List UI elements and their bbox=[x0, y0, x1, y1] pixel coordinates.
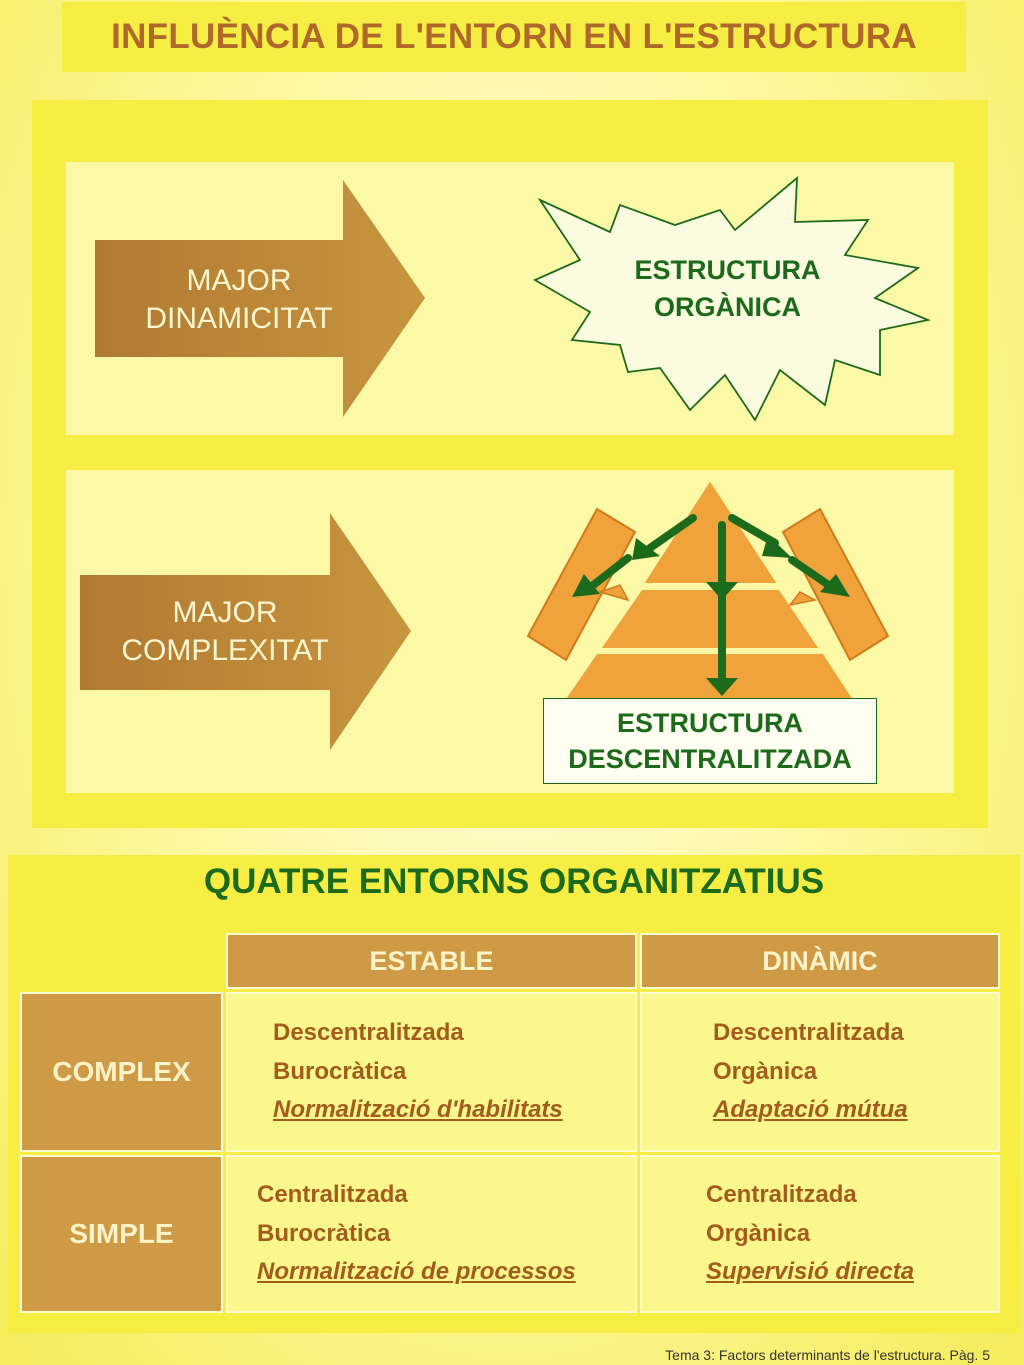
row-header-simple: SIMPLE bbox=[20, 1155, 223, 1313]
cell-complex-stable-text: Descentralitzada Burocràtica Normalitzac… bbox=[273, 1014, 563, 1130]
decentralized-label-line1: ESTRUCTURA bbox=[617, 708, 803, 738]
cell-line: Orgànica bbox=[706, 1219, 811, 1247]
page-title: INFLUÈNCIA DE L'ENTORN EN L'ESTRUCTURA bbox=[111, 17, 917, 56]
organic-structure-label: ESTRUCTURA ORGÀNICA bbox=[600, 252, 855, 326]
cell-line: Burocràtica bbox=[273, 1057, 407, 1085]
decentralized-label-line2: DESCENTRALITZADA bbox=[568, 744, 852, 774]
organic-label-line1: ESTRUCTURA bbox=[634, 255, 821, 285]
title-bar: INFLUÈNCIA DE L'ENTORN EN L'ESTRUCTURA bbox=[62, 2, 966, 72]
cell-line: Descentralitzada bbox=[273, 1019, 464, 1046]
decentralized-structure-box: ESTRUCTURA DESCENTRALITZADA bbox=[543, 698, 877, 784]
cell-line: Centralitzada bbox=[706, 1181, 857, 1208]
cell-complex-dynamic bbox=[640, 992, 1000, 1152]
organic-star-shape bbox=[533, 175, 932, 422]
cell-complex-stable bbox=[226, 992, 637, 1152]
column-header-stable: ESTABLE bbox=[226, 933, 637, 989]
dynamism-label-line1: MAJOR bbox=[186, 264, 292, 297]
complexity-arrow bbox=[80, 513, 411, 750]
cell-line-mechanism: Normalització d'habilitats bbox=[273, 1096, 563, 1123]
environments-title: QUATRE ENTORNS ORGANITZATIUS bbox=[203, 862, 825, 901]
cell-line: Centralitzada bbox=[257, 1181, 408, 1208]
cell-simple-dynamic-text: Centralitzada Orgànica Supervisió direct… bbox=[706, 1176, 914, 1292]
column-header-dynamic: DINÀMIC bbox=[640, 933, 1000, 989]
row-header-complex: COMPLEX bbox=[20, 992, 223, 1152]
cell-simple-stable-text: Centralitzada Burocràtica Normalització … bbox=[257, 1176, 576, 1292]
cell-line: Descentralitzada bbox=[713, 1019, 904, 1046]
cell-line: Burocràtica bbox=[257, 1219, 391, 1247]
organic-label-line2: ORGÀNICA bbox=[654, 292, 801, 322]
cell-simple-dynamic bbox=[640, 1155, 1000, 1313]
dynamism-label-line2: DINAMICITAT bbox=[145, 302, 333, 335]
cell-line-mechanism: Adaptació mútua bbox=[713, 1096, 908, 1123]
complexity-label-line2: COMPLEXITAT bbox=[121, 634, 329, 667]
complexity-arrow-label: MAJOR COMPLEXITAT bbox=[80, 594, 370, 670]
footer-text: Tema 3: Factors determinants de l'estruc… bbox=[665, 1347, 990, 1363]
cell-line-mechanism: Supervisió directa bbox=[706, 1258, 915, 1285]
cell-simple-stable bbox=[226, 1155, 637, 1313]
dynamism-arrow-label: MAJOR DINAMICITAT bbox=[95, 262, 383, 338]
complexity-label-line1: MAJOR bbox=[172, 596, 278, 629]
cell-line-mechanism: Normalització de processos bbox=[257, 1258, 576, 1285]
cell-complex-dynamic-text: Descentralitzada Orgànica Adaptació mútu… bbox=[713, 1014, 908, 1130]
cell-line: Orgànica bbox=[713, 1057, 818, 1085]
dynamism-arrow bbox=[95, 180, 425, 417]
